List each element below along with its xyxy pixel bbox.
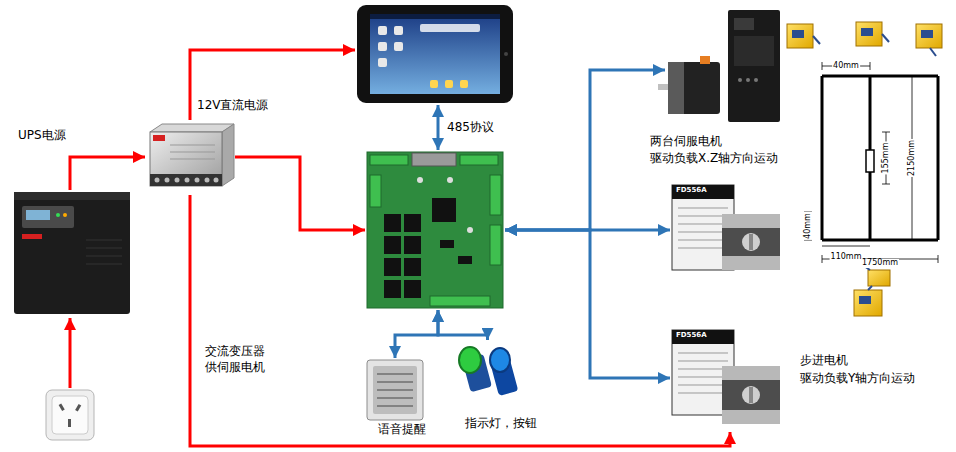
ups-illustration (14, 192, 130, 314)
node-label: 12V直流电源 (197, 98, 268, 112)
edge-label: 交流变压器 供伺服电机 (205, 344, 270, 375)
node-label: FD556A (676, 331, 707, 339)
psu-illustration (150, 124, 234, 186)
speaker-illustration (367, 360, 423, 420)
dimension-label: 110mm (830, 253, 863, 262)
power-wire (69, 318, 72, 388)
tablet-illustration (357, 5, 513, 103)
servo-illustration (658, 10, 780, 122)
dimension-label: 40mm (832, 62, 860, 71)
node-label: FD556A (676, 186, 707, 194)
proximity-sensor (787, 24, 820, 48)
stepper-motor: FD556A步进电机驱动负载Y轴方向运动 (670, 325, 790, 432)
stepper-illustration (672, 185, 780, 270)
stepper-motor: FD556A (670, 180, 790, 275)
connector (190, 50, 355, 120)
stepper-illustration (672, 330, 780, 424)
edge-label: 485协议 (447, 120, 494, 136)
connector (70, 157, 145, 190)
lamp-illustration (459, 347, 518, 396)
connector (235, 157, 365, 230)
connector (505, 70, 665, 230)
dimension-label: 155mm (882, 142, 891, 175)
proximity-sensor (854, 286, 882, 316)
indicator-lights: 指示灯，按钮 (455, 340, 520, 400)
node-label: 步进电机 (800, 353, 848, 367)
connector (438, 310, 488, 340)
ups-unit: UPS电源 (10, 190, 135, 315)
speaker: 语音提醒 (365, 358, 425, 420)
connector (395, 310, 438, 358)
connector (437, 105, 440, 150)
servo-motor: 两台伺服电机驱动负载X.Z轴方向运动 (665, 8, 783, 130)
proximity-sensor (856, 22, 889, 46)
dimension-label: 40mm (804, 212, 813, 240)
connector (505, 230, 670, 378)
node-label: 指示灯，按钮 (465, 416, 537, 430)
control-board (365, 150, 505, 310)
proximity-sensor (916, 24, 942, 56)
proximity-sensor (864, 266, 890, 286)
wall-socket (46, 390, 94, 440)
node-label: 驱动负载Y轴方向运动 (800, 371, 915, 385)
board-illustration (367, 152, 503, 308)
power-supply: 12V直流电源 (145, 120, 235, 195)
tablet (355, 3, 515, 105)
node-label: 语音提醒 (378, 422, 426, 436)
dimension-label: 1750mm (861, 259, 899, 268)
dimension-label: 2150mm (908, 139, 917, 177)
node-label: 驱动负载X.Z轴方向运动 (650, 151, 778, 165)
node-label: 两台伺服电机 (650, 134, 722, 148)
gantry-drawing (804, 62, 938, 263)
connector (190, 195, 730, 446)
node-label: UPS电源 (18, 128, 66, 142)
